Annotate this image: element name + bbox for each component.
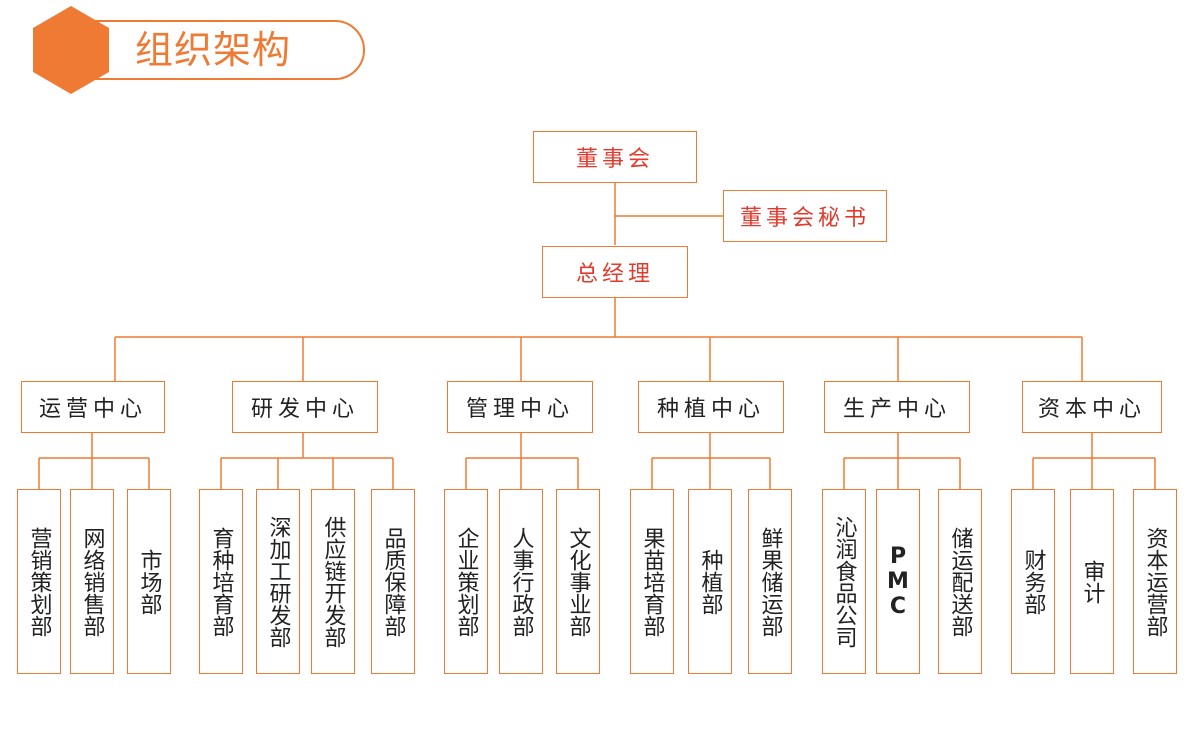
department-box: 沁润食品公司 [822,489,866,674]
center-box-production: 生产中心 [824,381,970,433]
board-secretary-box: 董事会秘书 [723,190,887,242]
department-box: 鲜果储运部 [748,489,792,674]
department-box: 财务部 [1011,489,1055,674]
page-title: 组织架构 [135,28,292,72]
department-box: 储运配送部 [938,489,982,674]
department-box: 网络销售部 [70,489,114,674]
department-box: 资本运营部 [1133,489,1177,674]
department-box: 企业策划部 [444,489,488,674]
department-box: 人事行政部 [499,489,543,674]
center-box-operations: 运营中心 [21,381,165,433]
board-box: 董事会 [533,131,697,183]
general-manager-box: 总经理 [542,246,688,298]
department-box: 文化事业部 [556,489,600,674]
center-box-planting: 种植中心 [638,381,784,433]
center-box-capital: 资本中心 [1022,381,1162,433]
department-box: 营销策划部 [17,489,61,674]
department-box: 供应链开发部 [311,489,355,674]
department-box: 品质保障部 [371,489,415,674]
hexagon-icon [33,6,109,94]
department-box: 审计 [1070,489,1114,674]
department-box: 市场部 [127,489,171,674]
department-box: 果苗培育部 [630,489,674,674]
department-box: 育种培育部 [199,489,243,674]
center-box-management: 管理中心 [447,381,593,433]
center-box-rd: 研发中心 [232,381,378,433]
department-box: PMC [876,489,920,674]
department-box: 深加工研发部 [256,489,300,674]
department-box: 种植部 [688,489,732,674]
